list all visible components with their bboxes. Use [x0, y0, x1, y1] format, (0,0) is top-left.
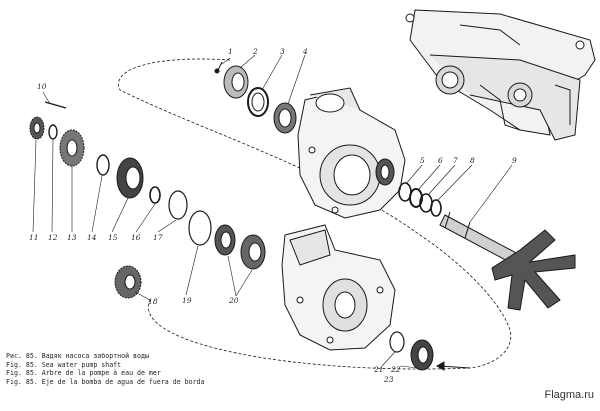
pump-housing-upper — [297, 87, 406, 219]
part-9-shaft-impeller — [439, 211, 576, 311]
part-12-washer — [48, 124, 58, 140]
label-2: 2 — [253, 47, 258, 56]
figure-caption: Рис. 85. Вадяк насоса забортной воды Fig… — [6, 352, 205, 386]
caption-ru: Рис. 85. Вадяк насоса забортной воды — [6, 352, 149, 360]
label-3: 3 — [280, 47, 285, 56]
label-19: 19 — [182, 296, 192, 305]
label-11: 11 — [29, 233, 39, 242]
part-17-ring — [168, 190, 188, 220]
label-13: 13 — [67, 233, 77, 242]
label-15: 15 — [108, 233, 118, 242]
label-6: 6 — [438, 156, 443, 165]
part-10-pin — [44, 101, 67, 109]
part-6-ring — [409, 188, 423, 208]
part-14-ring — [96, 154, 110, 176]
label-8: 8 — [470, 156, 475, 165]
part-16-ring — [149, 186, 161, 204]
label-10: 10 — [37, 82, 47, 91]
watermark: Flagma.ru — [544, 389, 594, 401]
part-15-bearing — [116, 157, 144, 199]
label-1: 1 — [228, 47, 233, 56]
label-21: 21 — [374, 365, 384, 374]
part-21-23-seal-set — [389, 331, 434, 371]
label-23: 23 — [384, 375, 394, 384]
label-18: 18 — [148, 297, 158, 306]
label-4: 4 — [303, 47, 308, 56]
part-3-seal — [247, 87, 269, 117]
label-20: 20 — [229, 296, 239, 305]
label-17: 17 — [153, 233, 163, 242]
part-1-screw — [214, 61, 223, 74]
assembly-path — [118, 58, 512, 370]
part-2-plate — [223, 65, 249, 99]
label-7: 7 — [453, 156, 458, 165]
part-20-bearings — [214, 224, 266, 270]
engine-block — [405, 9, 596, 141]
label-12: 12 — [48, 233, 58, 242]
label-14: 14 — [87, 233, 97, 242]
label-5: 5 — [420, 156, 425, 165]
part-11-gear — [29, 116, 45, 140]
part-4-bearing — [273, 102, 297, 134]
label-9: 9 — [512, 156, 517, 165]
leader-lines — [32, 54, 513, 369]
part-8-ring — [430, 199, 442, 217]
caption-en: Fig. 85. Sea water pump shaft — [6, 360, 122, 369]
label-16: 16 — [131, 233, 141, 242]
caption-es: Fig. 85. Eje de la bomba de agua de fuer… — [6, 377, 205, 386]
label-22: 22 — [391, 365, 401, 374]
part-19-ring — [188, 210, 212, 246]
part-18-gear — [114, 265, 142, 299]
caption-fr: Fig. 85. Arbre de la pompe à eau de mer — [6, 369, 161, 378]
pump-cover-lower — [281, 224, 396, 351]
part-13-gear — [59, 129, 85, 167]
assembly-arrow — [439, 365, 471, 369]
